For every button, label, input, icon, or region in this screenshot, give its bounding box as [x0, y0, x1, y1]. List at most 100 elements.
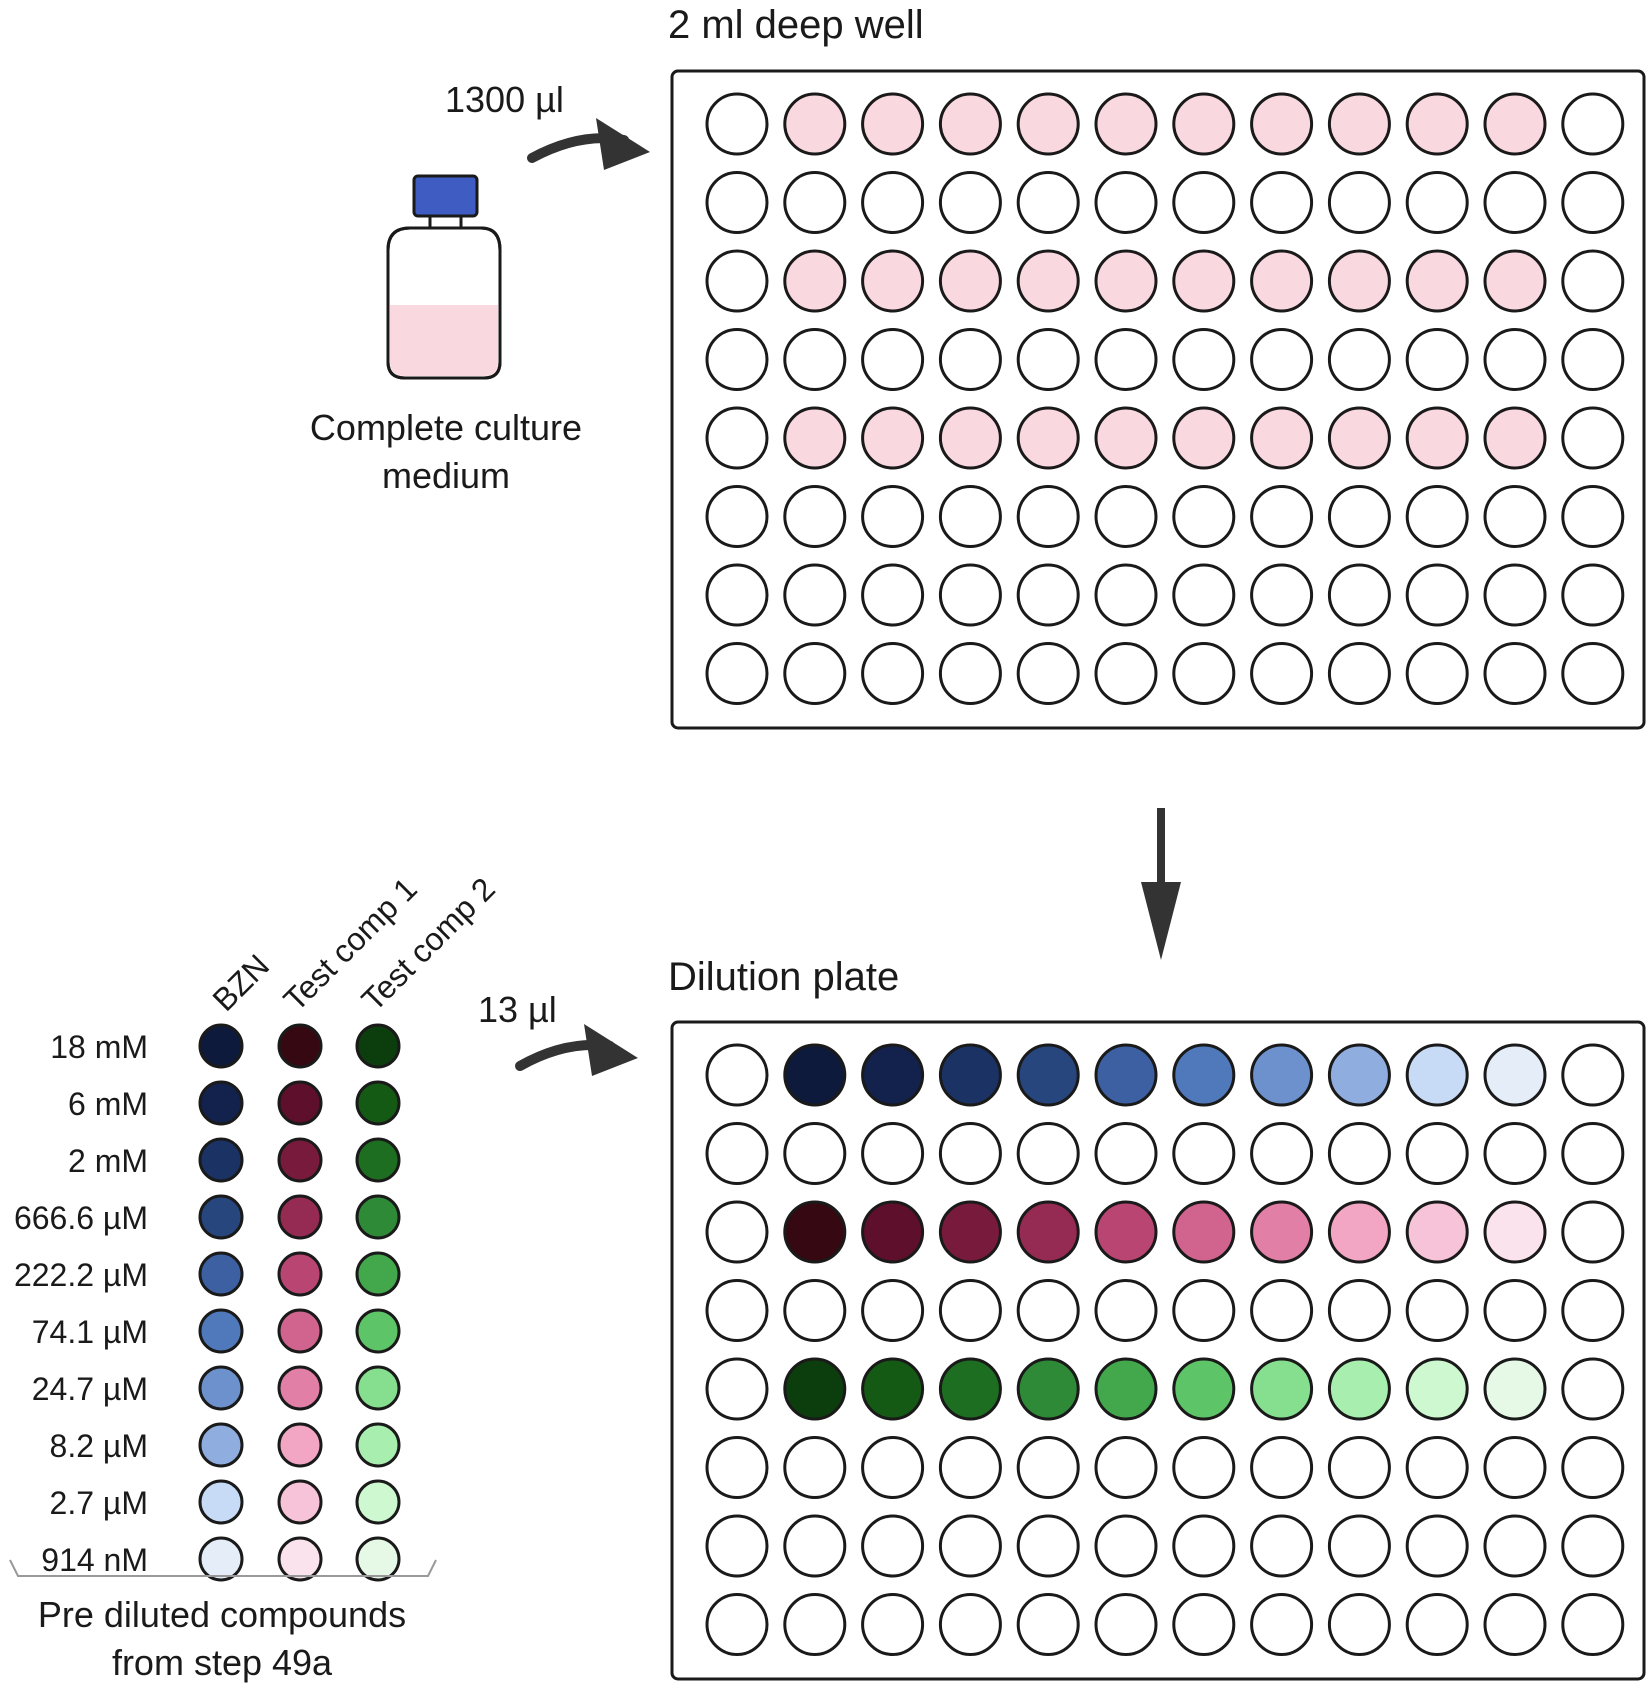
compound-well	[198, 1479, 244, 1525]
well	[1094, 563, 1158, 627]
well	[1405, 1200, 1469, 1264]
well	[1250, 1436, 1314, 1499]
well	[938, 406, 1002, 470]
well	[1016, 563, 1080, 627]
compound-well	[277, 1080, 323, 1126]
dilution-transfer-label: 13 µl	[478, 989, 557, 1030]
well	[1016, 406, 1080, 470]
well	[1405, 1043, 1469, 1107]
well	[1094, 328, 1158, 391]
bottle-outline	[386, 226, 502, 380]
arrowhead-icon	[584, 1024, 638, 1076]
compound-well	[198, 1422, 244, 1468]
compound-well	[277, 1194, 323, 1240]
well	[705, 1436, 769, 1499]
well	[1250, 249, 1314, 313]
well	[1172, 1514, 1236, 1578]
well	[1327, 1122, 1391, 1185]
well	[1327, 171, 1391, 234]
well	[861, 1514, 925, 1578]
well	[1483, 328, 1547, 391]
well	[1327, 1200, 1391, 1264]
dilution-plate-frame	[670, 1020, 1646, 1681]
well	[705, 1357, 769, 1421]
well	[1327, 328, 1391, 391]
concentration-label: 2.7 µM	[50, 1485, 148, 1521]
compound-well	[355, 1251, 401, 1297]
well	[705, 563, 769, 627]
compounds-caption-line2: from step 49a	[112, 1642, 333, 1683]
well	[1250, 642, 1314, 705]
well	[1094, 1279, 1158, 1342]
well	[1483, 1514, 1547, 1578]
well	[1561, 1122, 1625, 1185]
well	[1405, 1279, 1469, 1342]
compound-well	[355, 1194, 401, 1240]
bottle-neck	[428, 214, 463, 230]
well	[783, 249, 847, 313]
well	[1561, 92, 1625, 156]
well	[938, 1593, 1002, 1656]
well	[861, 171, 925, 234]
compound-well	[198, 1023, 244, 1069]
compound-well	[277, 1308, 323, 1354]
top-plate-wells	[705, 92, 1625, 705]
well	[938, 1279, 1002, 1342]
well	[1483, 1043, 1547, 1107]
well	[1250, 1043, 1314, 1107]
well	[1172, 485, 1236, 548]
well	[1094, 1200, 1158, 1264]
well	[938, 1122, 1002, 1185]
well	[1483, 1436, 1547, 1499]
concentration-label: 24.7 µM	[32, 1371, 148, 1407]
concentration-label: 2 mM	[68, 1143, 148, 1179]
compound-well	[198, 1194, 244, 1240]
well	[783, 1514, 847, 1578]
well	[1250, 171, 1314, 234]
well	[1016, 1593, 1080, 1656]
arrowhead-icon	[596, 118, 650, 170]
well	[861, 1436, 925, 1499]
compound-well	[277, 1137, 323, 1183]
well	[1016, 1436, 1080, 1499]
compound-well	[355, 1422, 401, 1468]
well	[1405, 1357, 1469, 1421]
well	[861, 1279, 925, 1342]
well	[938, 1357, 1002, 1421]
compound-well	[277, 1365, 323, 1411]
well	[1172, 406, 1236, 470]
well	[705, 1200, 769, 1264]
well	[783, 563, 847, 627]
top-plate-frame	[670, 69, 1646, 730]
well	[783, 642, 847, 705]
well	[861, 92, 925, 156]
well	[1094, 1514, 1158, 1578]
well	[1250, 92, 1314, 156]
well	[938, 1436, 1002, 1499]
well	[1327, 1043, 1391, 1107]
top-plate-title: 2 ml deep well	[668, 3, 924, 47]
well	[1561, 1200, 1625, 1264]
well	[1483, 1122, 1547, 1185]
well	[1483, 92, 1547, 156]
well	[1172, 1200, 1236, 1264]
well	[783, 1200, 847, 1264]
well	[938, 92, 1002, 156]
medium-caption-line2: medium	[382, 455, 510, 496]
well	[1327, 563, 1391, 627]
well	[1405, 1436, 1469, 1499]
well	[705, 406, 769, 470]
well	[1016, 328, 1080, 391]
well	[1094, 171, 1158, 234]
well	[783, 1593, 847, 1656]
well	[1483, 171, 1547, 234]
well	[1250, 1357, 1314, 1421]
well	[938, 1200, 1002, 1264]
compound-well	[198, 1365, 244, 1411]
well	[705, 92, 769, 156]
compound-well	[355, 1137, 401, 1183]
well	[705, 1043, 769, 1107]
well	[1561, 642, 1625, 705]
well	[1094, 92, 1158, 156]
well	[861, 563, 925, 627]
